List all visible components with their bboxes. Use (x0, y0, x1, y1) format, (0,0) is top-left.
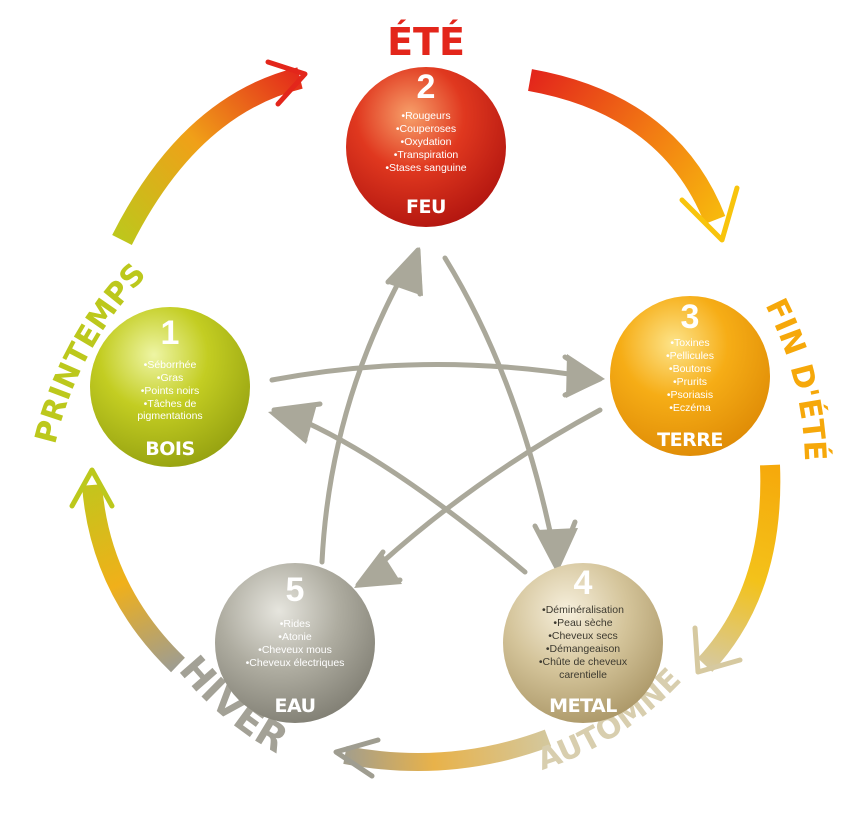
symptom-list: •Rougeurs •Couperoses •Oxydation •Transp… (385, 110, 466, 174)
element-name: FEU (406, 196, 446, 218)
symptom: •Oxydation (401, 136, 452, 148)
symptom: •Cheveux secs (548, 630, 618, 642)
element-circle-bois (90, 307, 250, 467)
symptom: •Pellicules (666, 350, 714, 362)
element-number: 4 (574, 564, 593, 602)
symptom: carentielle (559, 669, 607, 681)
symptom: •Cheveux électriques (246, 657, 345, 669)
symptom: •Rides (280, 618, 311, 630)
element-terre: 3 •Toxines •Pellicules •Boutons •Prurits… (610, 296, 770, 456)
symptom: •Gras (157, 372, 183, 384)
symptom-list: •Rides •Atonie •Cheveux mous •Cheveux él… (246, 618, 345, 669)
element-number: 3 (681, 298, 700, 336)
symptom: •Stases sanguine (385, 162, 466, 174)
cycle-arrow-hiver-to-printemps (69, 467, 185, 673)
symptom: •Séborrhée (144, 359, 197, 371)
symptom: •Chûte de cheveux (539, 656, 628, 668)
element-number: 1 (161, 314, 180, 352)
element-circle-eau (215, 563, 375, 723)
element-number: 5 (286, 571, 305, 609)
element-metal: 4 •Déminéralisation •Peau sèche •Cheveux… (503, 563, 663, 723)
symptom: •Cheveux mous (258, 644, 332, 656)
cycle-arrow-ete-to-fin-ete (528, 69, 740, 243)
symptom: •Rougeurs (401, 110, 450, 122)
cycle-arrow-printemps-to-ete (112, 59, 308, 245)
star-arrowheads (268, 247, 605, 588)
symptom: •Couperoses (396, 123, 456, 135)
element-number: 2 (417, 68, 436, 106)
symptom: •Démangeaison (546, 643, 620, 655)
symptom: •Toxines (670, 337, 709, 349)
element-circle-terre (610, 296, 770, 456)
symptom: pigmentations (137, 410, 202, 422)
cycle-arrow-fin-ete-to-automne (692, 464, 781, 675)
symptom: •Eczéma (669, 402, 711, 414)
element-bois: 1 •Séborrhée •Gras •Points noirs •Tâches… (90, 307, 250, 467)
symptom: •Transpiration (394, 149, 459, 161)
element-name: METAL (549, 695, 617, 717)
season-label-ete: ÉTÉ (387, 20, 465, 64)
symptom: •Boutons (669, 363, 711, 375)
symptom-list: •Déminéralisation •Peau sèche •Cheveux s… (539, 604, 628, 681)
element-eau: 5 •Rides •Atonie •Cheveux mous •Cheveux … (215, 563, 375, 723)
symptom: •Atonie (278, 631, 312, 643)
element-name: BOIS (145, 438, 194, 460)
symptom-list: •Toxines •Pellicules •Boutons •Prurits •… (666, 337, 714, 414)
element-circle-metal (503, 563, 663, 723)
symptom-list: •Séborrhée •Gras •Points noirs •Tâches d… (137, 359, 202, 422)
element-name: TERRE (657, 429, 723, 451)
star-arrow-bois-to-terre (269, 354, 603, 398)
symptom: •Prurits (673, 376, 707, 388)
cycle-arrow-automne-to-hiver (333, 729, 552, 779)
symptom: •Psoriasis (667, 389, 713, 401)
symptom: •Déminéralisation (542, 604, 624, 616)
symptom: •Peau sèche (553, 617, 612, 629)
element-feu: 2 •Rougeurs •Couperoses •Oxydation •Tran… (346, 67, 506, 227)
element-name: EAU (274, 695, 315, 717)
element-circle-feu (346, 67, 506, 227)
symptom: •Tâches de (144, 398, 197, 410)
symptom: •Points noirs (141, 385, 200, 397)
star-arrow-eau-to-feu (319, 247, 423, 565)
